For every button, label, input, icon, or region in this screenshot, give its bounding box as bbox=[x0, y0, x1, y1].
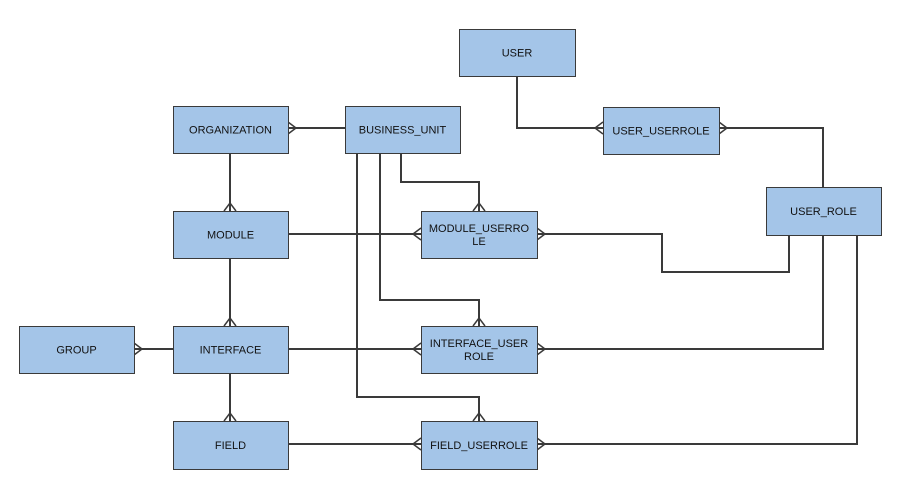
entity-box bbox=[173, 211, 289, 259]
crows-foot-many-marker bbox=[411, 342, 422, 356]
entity-user-userrole: USER_USERROLE bbox=[603, 107, 720, 155]
crows-foot-many-marker bbox=[472, 316, 486, 327]
entity-box bbox=[173, 421, 289, 470]
entity-module-userrole: MODULE_USERROLE bbox=[421, 211, 538, 259]
relationship-line bbox=[400, 153, 480, 211]
relationship-organization-to-module bbox=[223, 153, 237, 212]
entity-label: MODULE_USERRO bbox=[429, 223, 530, 235]
entity-user: USER bbox=[459, 29, 576, 77]
entity-box bbox=[173, 326, 289, 374]
relationship-field-to-field-userrole bbox=[288, 437, 422, 451]
entity-label: MODULE bbox=[207, 230, 254, 242]
crows-foot-many-marker bbox=[718, 121, 729, 135]
entity-label: BUSINESS_UNIT bbox=[359, 125, 447, 137]
relationship-interface-to-interface-userrole bbox=[288, 342, 422, 356]
entity-label: INTERFACE bbox=[200, 345, 262, 357]
entity-box bbox=[421, 421, 538, 470]
relationship-module-to-interface bbox=[223, 258, 237, 327]
relationship-interface-to-group bbox=[133, 342, 173, 356]
entity-box bbox=[19, 326, 135, 374]
entities: USER USER_USERROLE ORGANIZATION BUSINESS_UN… bbox=[19, 29, 882, 470]
crows-foot-many-marker bbox=[411, 227, 422, 241]
relationship-user-to-user-userrole bbox=[516, 76, 604, 135]
crows-foot-many-marker bbox=[472, 201, 486, 212]
entity-organization: ORGANIZATION bbox=[173, 106, 289, 154]
entity-label: GROUP bbox=[56, 345, 96, 357]
relationship-module-to-module-userrole bbox=[288, 227, 422, 241]
relationship-business-unit-to-organization bbox=[287, 121, 345, 135]
entity-business-unit: BUSINESS_UNIT bbox=[345, 106, 461, 154]
crows-foot-many-marker bbox=[223, 411, 237, 422]
relationship-line bbox=[516, 76, 603, 129]
relationship-user-role-to-user-userrole bbox=[718, 121, 824, 187]
crows-foot-many-marker bbox=[411, 437, 422, 451]
entity-label: LE bbox=[472, 236, 485, 248]
entity-label: USER_USERROLE bbox=[612, 126, 709, 138]
relationship-user-role-to-module-userrole bbox=[536, 227, 790, 273]
entity-label: ROLE bbox=[464, 351, 494, 363]
relationship-business-unit-to-module-userrole bbox=[400, 153, 486, 212]
relationship-line bbox=[356, 153, 480, 421]
entity-box bbox=[345, 106, 461, 154]
entity-label: INTERFACE_USER bbox=[430, 338, 528, 350]
relationship-line bbox=[537, 233, 790, 273]
entity-group: GROUP bbox=[19, 326, 135, 374]
entity-field-userrole: FIELD_USERROLE bbox=[421, 421, 538, 470]
relationship-line bbox=[379, 153, 480, 326]
entity-box bbox=[421, 326, 538, 374]
entity-label: FIELD_USERROLE bbox=[430, 440, 528, 452]
entity-interface: INTERFACE bbox=[173, 326, 289, 374]
entity-module: MODULE bbox=[173, 211, 289, 259]
crows-foot-many-marker bbox=[223, 316, 237, 327]
entity-box bbox=[459, 29, 576, 77]
entity-label: FIELD bbox=[215, 440, 246, 452]
relationship-line bbox=[537, 235, 858, 445]
relationship-user-role-to-field-userrole bbox=[536, 235, 858, 451]
entity-box bbox=[603, 107, 720, 155]
crows-foot-many-marker bbox=[223, 201, 237, 212]
relationship-user-role-to-interface-userrole bbox=[536, 235, 824, 356]
connectors bbox=[133, 76, 858, 451]
crows-foot-many-marker bbox=[536, 342, 547, 356]
relationship-line bbox=[719, 127, 824, 187]
crows-foot-many-marker bbox=[593, 121, 604, 135]
crows-foot-many-marker bbox=[133, 342, 144, 356]
relationship-business-unit-to-field-userrole bbox=[356, 153, 486, 422]
relationship-line bbox=[537, 235, 824, 350]
entity-box bbox=[173, 106, 289, 154]
entity-label: USER bbox=[502, 48, 533, 60]
crows-foot-many-marker bbox=[536, 227, 547, 241]
crows-foot-many-marker bbox=[536, 437, 547, 451]
relationship-interface-to-field bbox=[223, 373, 237, 422]
entity-box bbox=[421, 211, 538, 259]
entity-label: ORGANIZATION bbox=[189, 125, 272, 137]
entity-field: FIELD bbox=[173, 421, 289, 470]
crows-foot-many-marker bbox=[287, 121, 298, 135]
entity-user-role: USER_ROLE bbox=[766, 187, 882, 236]
entity-interface-userrole: INTERFACE_USERROLE bbox=[421, 326, 538, 374]
entity-box bbox=[766, 187, 882, 236]
relationship-business-unit-to-interface-userrole bbox=[379, 153, 486, 327]
crows-foot-many-marker bbox=[472, 411, 486, 422]
entity-label: USER_ROLE bbox=[790, 206, 857, 218]
